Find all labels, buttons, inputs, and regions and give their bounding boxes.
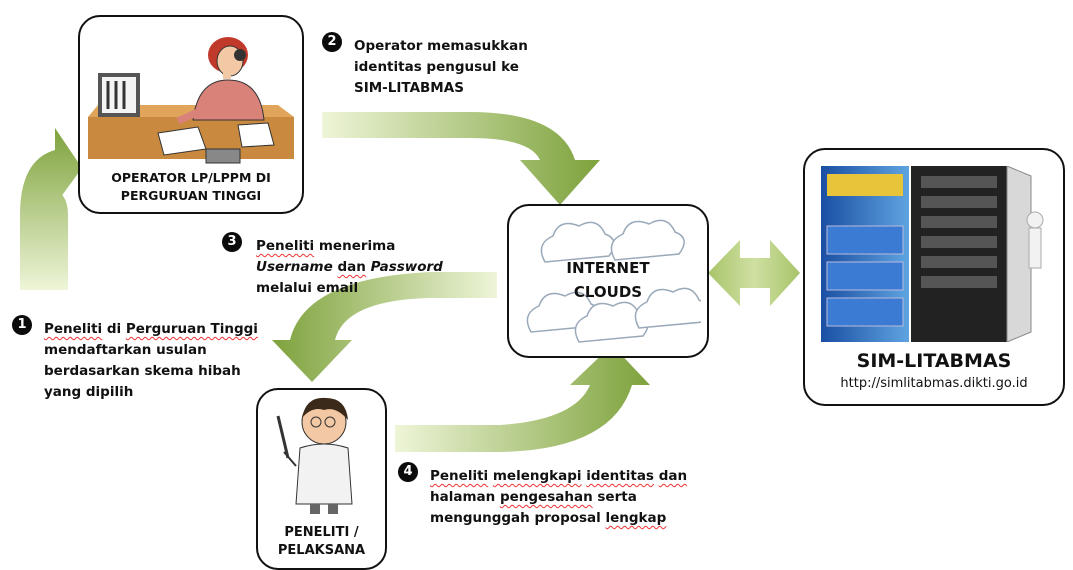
arrow-step4 <box>395 345 650 452</box>
step-4-word-lengkap: lengkap <box>605 510 667 526</box>
researcher-illustration <box>276 397 353 514</box>
step-4-word-melengkapi: melengkapi <box>492 468 582 484</box>
step-1-number-icon: 1 <box>12 315 32 335</box>
step-3-line3: melalui email <box>256 280 359 296</box>
step-2-text: Operator memasukkan identitas pengusul k… <box>354 36 528 99</box>
step-3-word-peneliti: Peneliti <box>256 238 315 254</box>
step-1-line4: yang dipilih <box>44 384 134 400</box>
step-3-word-menerima: menerima <box>318 238 396 254</box>
step-4-word-halaman: halaman <box>430 489 496 505</box>
step-4-word-serta: serta <box>597 489 637 505</box>
server-url: http://simlitabmas.dikti.go.id <box>840 376 1028 391</box>
cloud-label-line2: CLOUDS <box>573 283 643 301</box>
server-box: SIM-LITABMAS http://simlitabmas.dikti.go… <box>803 148 1065 406</box>
step-4-word-identitas: identitas <box>586 468 654 484</box>
cloud-label: INTERNET CLOUDS <box>509 256 707 304</box>
step-4-number-icon: 4 <box>398 462 418 482</box>
step-1-word-di: di <box>106 321 122 337</box>
operator-caption-line2: PERGURUAN TINGGI <box>120 188 262 203</box>
step-2-number-icon: 2 <box>322 32 342 52</box>
step-1-line3: berdasarkan skema hibah <box>44 363 241 379</box>
researcher-box: PENELITI / PELAKSANA <box>256 388 387 570</box>
researcher-caption: PENELITI / PELAKSANA <box>258 524 385 560</box>
server-title: SIM-LITABMAS <box>856 350 1012 372</box>
step-4-text: Peneliti melengkapi identitas dan halama… <box>430 466 687 529</box>
step-2-line3: SIM-LITABMAS <box>354 80 464 96</box>
step-4-word-peneliti: Peneliti <box>430 468 489 484</box>
step-4-word-pengesahan: pengesahan <box>499 489 593 505</box>
arrow-step1 <box>20 128 82 290</box>
arrow-step3 <box>272 272 497 382</box>
internet-clouds-box: INTERNET CLOUDS <box>507 204 709 358</box>
step-4-line1: Peneliti melengkapi identitas dan <box>430 466 687 487</box>
step-3-word-password: Password <box>370 259 443 275</box>
step-1-line1: Peneliti di Perguruan Tinggi <box>44 319 258 340</box>
step-2-line2: identitas pengusul ke <box>354 59 519 75</box>
step-4-line2: halaman pengesahan serta <box>430 487 687 508</box>
step-4-word-dan: dan <box>658 468 688 484</box>
step-3-word-dan: dan <box>337 259 366 275</box>
server-illustration <box>821 166 1044 342</box>
step-3-line2: Username dan Password <box>256 257 443 278</box>
step-1-line2: mendaftarkan usulan <box>44 342 207 358</box>
operator-illustration <box>88 37 294 164</box>
step-4-line3: mengunggah proposal lengkap <box>430 508 687 529</box>
researcher-caption-line2: PELAKSANA <box>277 543 366 558</box>
operator-box: OPERATOR LP/LPPM DI PERGURUAN TINGGI <box>78 15 304 214</box>
step-3-line1: Peneliti menerima <box>256 236 443 257</box>
operator-caption-line1: OPERATOR LP/LPPM DI <box>111 170 271 185</box>
step-1-word-perguruan: Perguruan Tinggi <box>125 321 258 337</box>
step-3-word-username: Username <box>256 259 333 275</box>
cloud-label-line1: INTERNET <box>566 259 650 277</box>
cloud-icons <box>526 219 701 343</box>
operator-caption: OPERATOR LP/LPPM DI PERGURUAN TINGGI <box>80 169 302 205</box>
step-4-word-mengunggah: mengunggah proposal <box>430 510 601 526</box>
step-1-text: Peneliti di Perguruan Tinggi mendaftarka… <box>44 319 258 403</box>
arrow-step2 <box>322 112 600 205</box>
step-1-word-peneliti: Peneliti <box>44 321 103 337</box>
step-2-line1: Operator memasukkan <box>354 38 528 54</box>
researcher-caption-line1: PENELITI / <box>284 525 359 540</box>
step-3-number-icon: 3 <box>222 232 242 252</box>
step-3-text: Peneliti menerima Username dan Password … <box>256 236 443 299</box>
arrow-double <box>708 240 800 306</box>
